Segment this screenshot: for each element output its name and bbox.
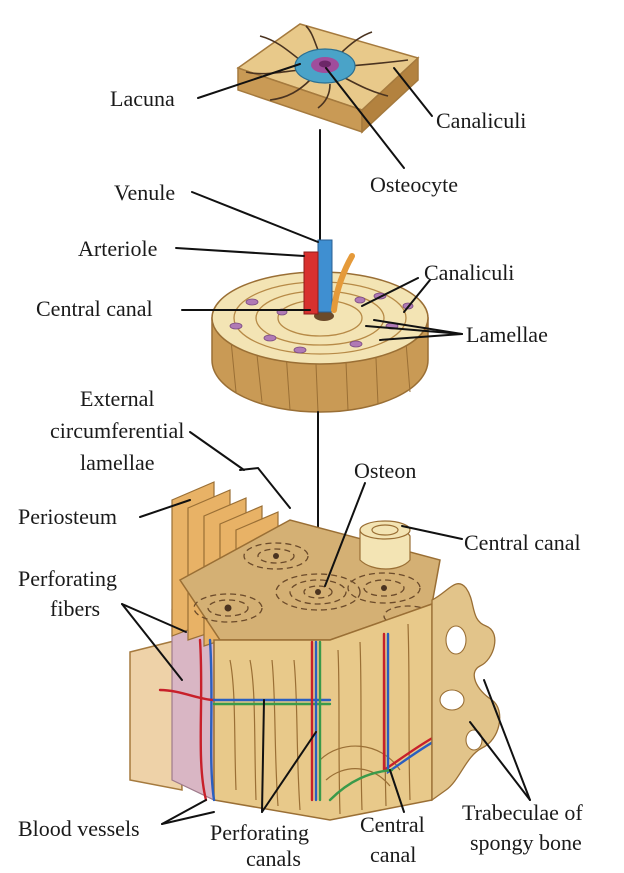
label-blood-vessels: Blood vessels xyxy=(18,816,140,841)
label-ext-circ-2: circumferential xyxy=(50,418,184,443)
label-central-canal-mid: Central canal xyxy=(36,296,153,321)
label-central-canal-right: Central canal xyxy=(464,530,581,555)
label-perforating-fibers-1: Perforating xyxy=(18,566,117,591)
label-arteriole: Arteriole xyxy=(78,236,157,261)
label-canaliculi-mid: Canaliculi xyxy=(424,260,514,285)
label-lamellae: Lamellae xyxy=(466,322,548,347)
label-central-canal-bottom-2: canal xyxy=(370,842,416,867)
label-lacuna: Lacuna xyxy=(110,86,175,111)
label-trabeculae-2: spongy bone xyxy=(470,830,582,855)
label-perforating-canals-1: Perforating xyxy=(210,820,309,845)
bone-block xyxy=(130,482,500,820)
label-trabeculae-1: Trabeculae of xyxy=(462,800,583,825)
label-periosteum: Periosteum xyxy=(18,504,117,529)
label-perforating-fibers-2: fibers xyxy=(50,596,100,621)
osteon-cylinder xyxy=(212,240,428,412)
label-ext-circ-3: lamellae xyxy=(80,450,155,475)
label-central-canal-bottom-1: Central xyxy=(360,812,425,837)
label-ext-circ-1: External xyxy=(80,386,155,411)
label-osteon: Osteon xyxy=(354,458,416,483)
label-canaliculi-top: Canaliculi xyxy=(436,108,526,133)
label-osteocyte: Osteocyte xyxy=(370,172,458,197)
venule-vessel xyxy=(318,240,332,312)
label-perforating-canals-2: canals xyxy=(246,846,301,871)
lacuna-block xyxy=(238,24,418,132)
label-venule: Venule xyxy=(114,180,175,205)
arteriole-vessel xyxy=(304,252,318,314)
